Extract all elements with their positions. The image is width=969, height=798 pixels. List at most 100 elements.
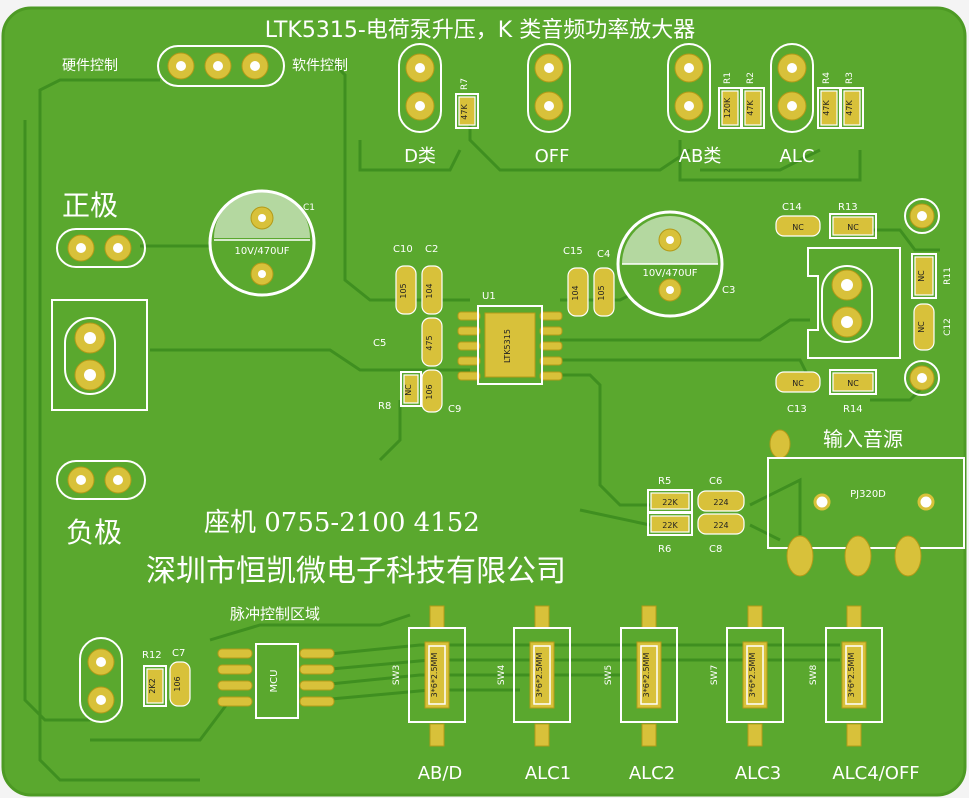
mode-header-connector [157, 45, 285, 87]
svg-text:SW5: SW5 [604, 665, 614, 685]
switch-label-alc3: ALC3 [735, 763, 781, 784]
svg-text:PJ320D: PJ320D [850, 489, 886, 500]
tact-switch-4: 3*6*2.5MM SW7 [710, 605, 784, 747]
output-pad-top [904, 198, 940, 234]
svg-text:R4: R4 [822, 72, 832, 84]
r12-ref: R12 [142, 650, 162, 661]
tact-switch-5: 3*6*2.5MM SW8 [809, 605, 883, 747]
phone-number: 座机 0755-2100 4152 [204, 508, 480, 538]
r6-resistor: 22K [647, 512, 693, 536]
svg-text:C12: C12 [943, 318, 953, 336]
svg-text:R2: R2 [746, 72, 756, 84]
jumper-off [527, 43, 571, 133]
svg-text:C3: C3 [722, 285, 735, 296]
svg-text:47K: 47K [460, 104, 469, 120]
svg-text:2K2: 2K2 [148, 678, 157, 693]
c12-capacitor: NC C12 [913, 303, 953, 351]
speaker-terminal-block [807, 247, 901, 359]
c14-ref: C14 [782, 202, 802, 213]
svg-text:22K: 22K [662, 521, 678, 530]
svg-text:NC: NC [917, 270, 926, 282]
r2-resistor: 47K R2 [741, 72, 765, 129]
svg-text:R1: R1 [723, 72, 733, 84]
svg-text:105: 105 [597, 285, 606, 300]
svg-text:MCU: MCU [269, 670, 280, 693]
switch-label-alc2: ALC2 [629, 763, 675, 784]
r3-resistor: 47K R3 [840, 72, 864, 129]
c8-ref: C8 [709, 544, 722, 555]
r5-ref: R5 [658, 476, 671, 487]
c15-capacitor: 104 [567, 267, 589, 317]
audio-input-label: 输入音源 [823, 427, 903, 451]
svg-text:106: 106 [173, 676, 182, 691]
c10-ref: C10 [393, 244, 413, 255]
positive-power-pads [56, 228, 146, 268]
output-pad-bottom [904, 360, 940, 396]
svg-text:NC: NC [792, 379, 804, 388]
switch-label-alc4-off: ALC4/OFF [832, 763, 919, 784]
r8-ref: R8 [378, 401, 391, 412]
svg-text:3*6*2.5MM: 3*6*2.5MM [430, 653, 439, 698]
u1-ref: U1 [482, 291, 496, 302]
svg-text:SW4: SW4 [497, 665, 507, 686]
svg-text:47K: 47K [822, 100, 831, 116]
pulse-input-pads [79, 637, 123, 723]
svg-text:SW7: SW7 [710, 665, 720, 685]
svg-text:10V/470UF: 10V/470UF [234, 246, 289, 257]
svg-text:R3: R3 [845, 72, 855, 84]
jumper-d-class [398, 43, 442, 133]
svg-text:SW8: SW8 [809, 665, 819, 686]
company-name: 深圳市恒凯微电子科技有限公司 [146, 554, 566, 589]
negative-label: 负极 [66, 516, 122, 549]
c6-ref: C6 [709, 476, 722, 487]
c4-ref: C4 [597, 249, 610, 260]
hw-ctrl-label: 硬件控制 [62, 58, 118, 74]
c2-capacitor: 104 [421, 265, 443, 315]
board-title: LTK5315-电荷泵升压，K 类音频功率放大器 [265, 18, 695, 43]
svg-text:224: 224 [713, 498, 728, 507]
ab-class-label: AB类 [679, 146, 722, 167]
jumper-alc [770, 43, 814, 133]
c7-capacitor: 106 [169, 661, 191, 707]
r6-ref: R6 [658, 544, 671, 555]
svg-text:3*6*2.5MM: 3*6*2.5MM [748, 653, 757, 698]
c1-electrolytic-capacitor: 10V/470UF C1 [208, 189, 316, 297]
switch-label-alc1: ALC1 [525, 763, 571, 784]
svg-text:C1: C1 [303, 203, 315, 213]
r5-resistor: 22K [647, 489, 693, 513]
svg-text:NC: NC [404, 384, 413, 396]
c2-ref: C2 [425, 244, 438, 255]
c8-capacitor: 224 [697, 513, 745, 535]
off-label: OFF [535, 146, 570, 167]
r8-resistor: NC [400, 371, 422, 407]
svg-text:NC: NC [917, 321, 926, 333]
r14-ref: R14 [843, 404, 863, 415]
r11-resistor: NC R11 [911, 253, 953, 299]
svg-text:3*6*2.5MM: 3*6*2.5MM [847, 653, 856, 698]
negative-power-pads [56, 460, 146, 500]
svg-text:47K: 47K [746, 100, 755, 116]
svg-text:224: 224 [713, 521, 728, 530]
c10-capacitor: 105 [395, 265, 417, 315]
jumper-ab-class [667, 43, 711, 133]
r7-resistor: 47K R7 [455, 78, 479, 129]
svg-text:106: 106 [425, 384, 434, 399]
svg-text:22K: 22K [662, 498, 678, 507]
alc-label: ALC [780, 146, 815, 167]
c4-capacitor: 105 [593, 267, 615, 317]
svg-text:3*6*2.5MM: 3*6*2.5MM [535, 653, 544, 698]
pulse-control-label: 脉冲控制区域 [230, 605, 320, 623]
c9-ref: C9 [448, 404, 461, 415]
d-class-label: D类 [404, 146, 436, 167]
c13-ref: C13 [787, 404, 807, 415]
r13-ref: R13 [838, 202, 858, 213]
svg-text:105: 105 [399, 283, 408, 298]
mcu-chip: MCU [217, 643, 335, 719]
c9-capacitor: 106 [421, 369, 443, 413]
svg-text:104: 104 [571, 285, 580, 300]
svg-text:NC: NC [792, 223, 804, 232]
